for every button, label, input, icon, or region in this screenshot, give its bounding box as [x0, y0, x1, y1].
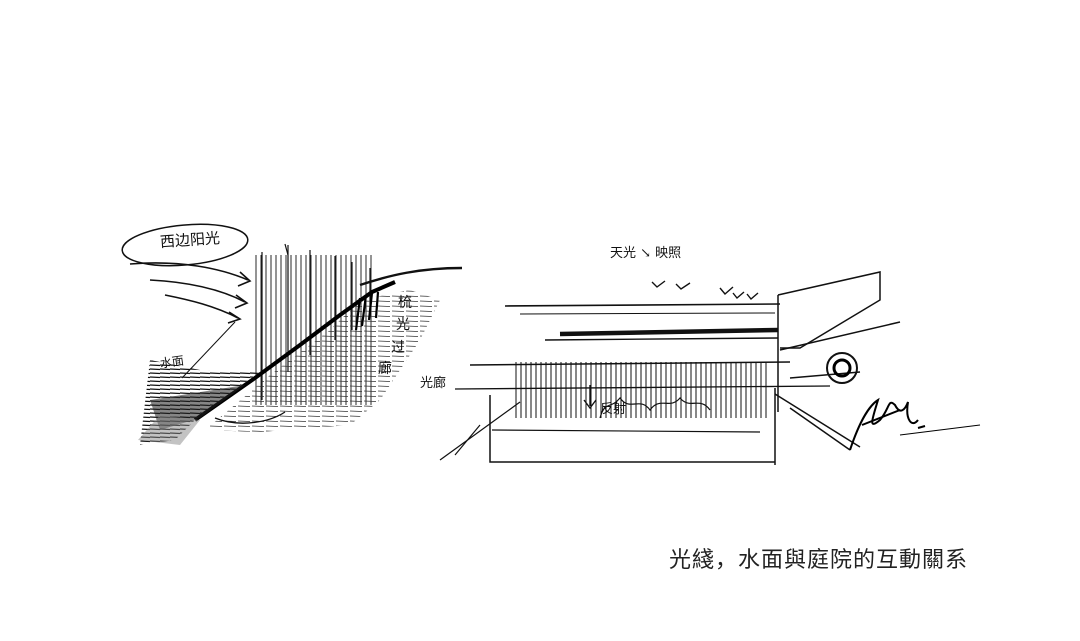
- left-sketch: [121, 223, 463, 445]
- pool-frame: [439, 388, 776, 465]
- vertical-figures: [354, 291, 380, 331]
- right-sketch: [439, 271, 981, 465]
- sunlight-arrows: [129, 262, 252, 324]
- label-vertical-2: 光: [396, 317, 410, 333]
- label-sky-reflection: 天光 ↘ 映照: [610, 246, 682, 261]
- label-west-light: 西边阳光: [159, 228, 221, 252]
- corridor-hatch: [515, 362, 770, 418]
- water-edge-curve: [214, 411, 286, 424]
- label-reflection: 反射: [600, 402, 627, 417]
- label-vertical-4: 廊: [378, 361, 392, 377]
- water-pointer: [181, 321, 236, 379]
- floor-hatch: [205, 290, 440, 432]
- label-corridor: 光廊: [420, 376, 447, 391]
- artist-signature: [849, 397, 981, 451]
- circular-opening: [826, 352, 858, 384]
- corridor-wavy: [599, 397, 711, 419]
- label-water: 水面: [159, 353, 185, 371]
- roof-line: [359, 266, 463, 287]
- label-vertical-1: 梳: [398, 295, 412, 311]
- grey-shade: [138, 415, 200, 445]
- label-vertical-3: 过: [391, 340, 405, 356]
- birds: [651, 280, 759, 301]
- caption: 光綫，水面與庭院的互動關系: [669, 548, 969, 573]
- reflection-arrow-head: [583, 399, 597, 410]
